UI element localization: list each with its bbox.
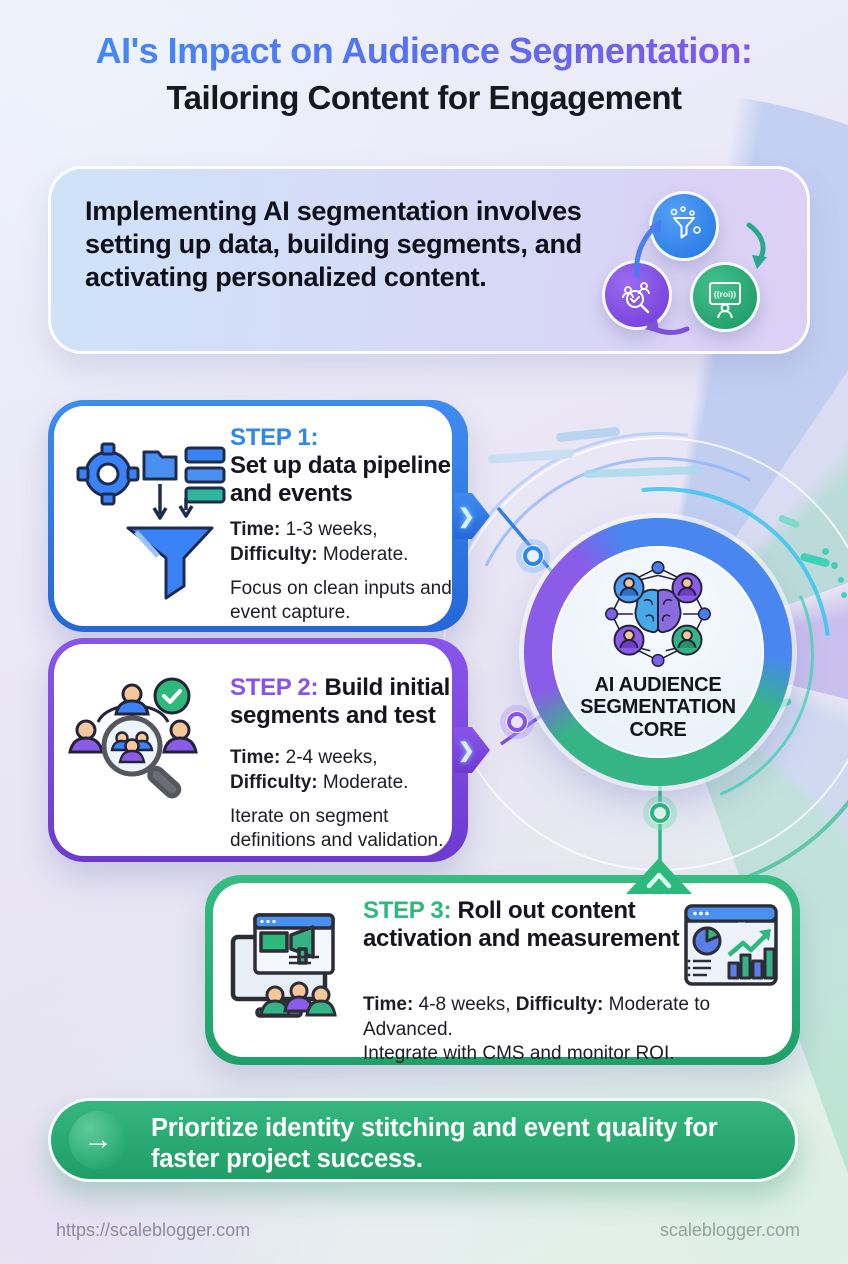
segment-research-icon (68, 677, 198, 799)
step3-difficulty-value: Moderate to Advanced. (363, 994, 711, 1040)
step3-time-label: Time: (363, 994, 414, 1015)
step1-label: STEP 1: (230, 424, 319, 451)
svg-text:((roi)): ((roi)) (714, 289, 736, 299)
roi-screen-icon: ((roi)) (709, 282, 741, 319)
step1-card: ❯ (48, 400, 490, 632)
funnel-icon (670, 206, 701, 239)
teal-dot-decoration (841, 592, 847, 598)
connector-hub-step3 (643, 776, 677, 872)
step3-difficulty-label: Difficulty: (515, 994, 604, 1015)
analytics-dashboard-icon (684, 904, 778, 986)
step3-meta-block: Time: 4-8 weeks, Difficulty: Moderate to… (363, 993, 783, 1067)
step2-heading: STEP 2: Build initial segments and test (230, 674, 470, 730)
people-magnifier-icon (622, 282, 650, 314)
footer-url-right: scaleblogger.com (659, 1220, 800, 1240)
step1-time-value: 1-3 weeks, (280, 519, 378, 541)
connector-step2-hub (499, 704, 557, 746)
step1-text: STEP 1: Set up data pipeline and events … (230, 424, 462, 625)
teal-dot-decoration (822, 548, 829, 555)
step2-heading-text: Build initial segments and test (230, 674, 450, 730)
chevron-up-icon (646, 872, 672, 889)
hub-label: AI AUDIENCE SEGMENTATION CORE (580, 674, 736, 741)
intro-text: Implementing AI segmentation involves se… (85, 196, 582, 293)
arrow-glyph: → (83, 1123, 113, 1156)
step3-note: Integrate with CMS and monitor ROI. (363, 1043, 675, 1065)
roi-screen-cycle-icon: ((roi)) (690, 262, 760, 332)
step2-time-value: 2-4 weeks, (280, 747, 378, 769)
step1-time-label: Time: (230, 519, 281, 541)
step3-text: STEP 3: Roll out content activation and … (363, 897, 693, 953)
step2-label: STEP 2: (230, 674, 319, 701)
hub-label-line1: AI AUDIENCE (594, 674, 722, 696)
page-title-line1: AI's Impact on Audience Segmentation: (0, 30, 848, 72)
step2-difficulty-label: Difficulty: (230, 771, 318, 793)
step2-card: ❯ (48, 638, 490, 862)
hub-label-line3: CORE (629, 718, 687, 741)
arrow-right-icon: → (69, 1111, 127, 1169)
step1-meta: Time: 1-3 weeks, Difficulty: Moderate. (230, 518, 462, 567)
page-title-line2: Tailoring Content for Engagement (166, 79, 682, 116)
step1-card-body (54, 406, 452, 626)
step3-heading: STEP 3: Roll out content activation and … (363, 897, 693, 953)
audience-check-cycle-icon (602, 260, 672, 330)
step3-meta: Time: 4-8 weeks, Difficulty: Moderate to… (363, 993, 783, 1067)
cycle-arrows (634, 219, 767, 335)
brain-network-icon (605, 561, 711, 667)
step2-meta: Time: 2-4 weeks, Difficulty: Moderate. (230, 746, 470, 795)
step2-time-label: Time: (230, 747, 281, 769)
step3-card: STEP 3: Roll out content activation and … (205, 875, 800, 1065)
teal-dot-decoration (838, 577, 844, 583)
hub-label-line2: SEGMENTATION (580, 696, 736, 719)
step2-text: STEP 2: Build initial segments and test … (230, 674, 470, 853)
step1-difficulty-value: Moderate. (317, 543, 409, 565)
chevron-right-icon: ❯ (458, 505, 475, 528)
footer-url-left: https://scaleblogger.com (56, 1220, 251, 1240)
banner-text: Prioritize identity stitching and event … (151, 1114, 718, 1173)
step3-heading-text: Roll out content activation and measurem… (363, 897, 680, 953)
intro-card: Implementing AI segmentation involves se… (48, 166, 810, 354)
step1-note: Focus on clean inputs and event capture. (230, 577, 452, 623)
step1-heading: Set up data pipeline and events (230, 452, 451, 508)
step1-difficulty-label: Difficulty: (230, 543, 318, 565)
content-activation-icon (230, 913, 337, 1018)
step2-difficulty-value: Moderate. (317, 771, 409, 793)
step2-note: Iterate on segment definitions and valid… (230, 805, 444, 851)
step3-label: STEP 3: (363, 897, 452, 924)
step3-time-value: 4-8 weeks, (413, 994, 516, 1015)
takeaway-banner: → Prioritize identity stitching and even… (48, 1098, 798, 1182)
chevron-right-icon: ❯ (458, 739, 475, 762)
data-pipeline-icon (76, 442, 226, 600)
teal-dot-decoration (831, 562, 838, 569)
hub-core: AI AUDIENCE SEGMENTATION CORE (552, 546, 764, 758)
